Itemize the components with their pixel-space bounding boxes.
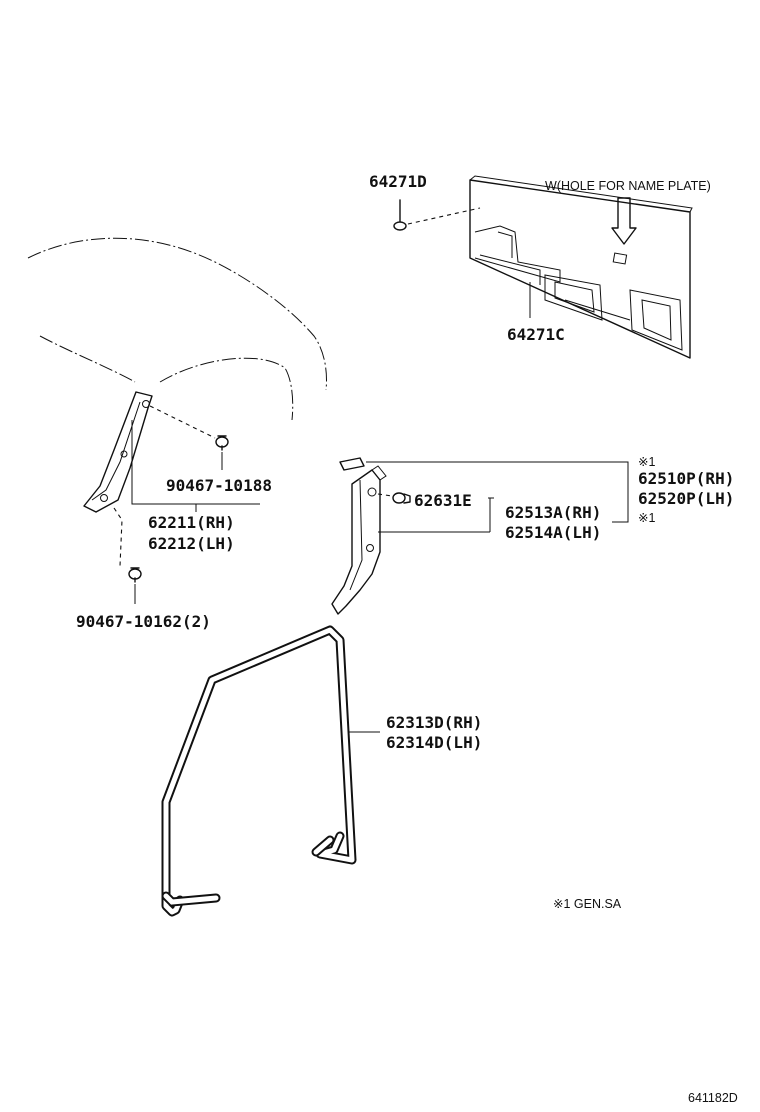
- label-62314d: 62314D(LH): [386, 733, 482, 752]
- bracket-62510p: [366, 461, 629, 523]
- center-pillar-garnish: [331, 457, 387, 615]
- back-panel-trim: [469, 175, 693, 359]
- diagram-id: 641182D: [688, 1091, 738, 1105]
- label-62514a: 62514A(LH): [505, 523, 601, 542]
- door-weatherstrip: [161, 625, 357, 917]
- label-hole-note: W(HOLE FOR NAME PLATE): [545, 179, 711, 193]
- label-62313d: 62313D(RH): [386, 713, 482, 732]
- label-62212: 62212(LH): [148, 534, 235, 553]
- label-62520p: 62520P(LH): [638, 489, 734, 508]
- label-mark1-bottom: ※1: [638, 511, 655, 525]
- leader-62211: [131, 420, 260, 505]
- footnote: ※1 GEN.SA: [553, 897, 622, 911]
- label-64271d: 64271D: [369, 172, 427, 191]
- label-62513a: 62513A(RH): [505, 503, 601, 522]
- cab-outline: [27, 237, 327, 421]
- screw-64271d: [393, 199, 481, 231]
- leader-62513a: [378, 497, 494, 533]
- name-plate-arrow: [611, 197, 637, 245]
- label-90467-10188: 90467-10188: [166, 476, 272, 495]
- label-90467-10162: 90467-10162(2): [76, 612, 211, 631]
- clip-62631e: [377, 492, 411, 504]
- front-pillar-garnish: [83, 391, 216, 567]
- label-mark1-top: ※1: [638, 455, 655, 469]
- clip-90467-10162: [128, 567, 142, 604]
- label-62631e: 62631E: [414, 491, 472, 510]
- label-62510p: 62510P(RH): [638, 469, 734, 488]
- clip-90467-10188: [215, 435, 229, 470]
- label-62211: 62211(RH): [148, 513, 235, 532]
- label-64271c: 64271C: [507, 325, 565, 344]
